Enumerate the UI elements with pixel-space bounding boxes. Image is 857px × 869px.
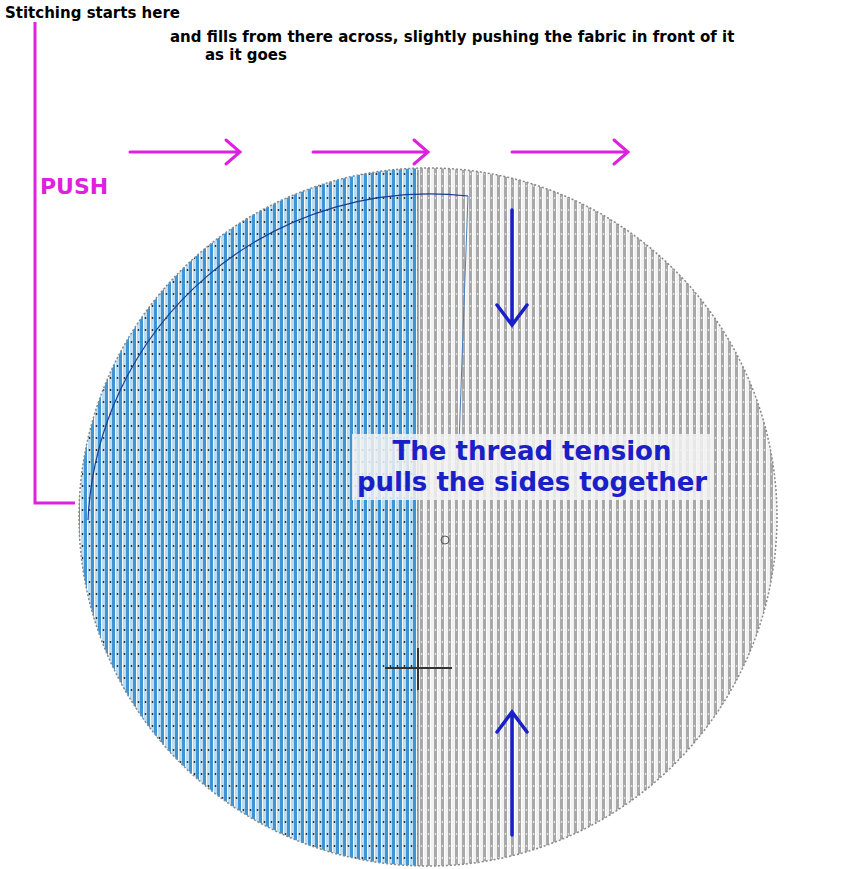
- travel-stitch: [458, 196, 468, 470]
- start-note: Stitching starts here: [5, 4, 425, 22]
- tension-note: The thread tension pulls the sides toget…: [352, 434, 712, 500]
- stitched-half: [70, 160, 418, 869]
- crosshair: [385, 648, 452, 690]
- cursor-dot: [441, 536, 449, 544]
- satin-fill: [70, 160, 788, 869]
- fill-divide: [418, 170, 419, 866]
- fill-outline: [79, 168, 777, 866]
- fill-note: and fills from there across, slightly pu…: [170, 28, 745, 64]
- push-arrows: [130, 140, 628, 164]
- unstitched-half: [418, 160, 788, 869]
- tension-arrows: [497, 210, 527, 835]
- push-label: PUSH: [40, 174, 160, 200]
- push-bracket: [35, 22, 75, 503]
